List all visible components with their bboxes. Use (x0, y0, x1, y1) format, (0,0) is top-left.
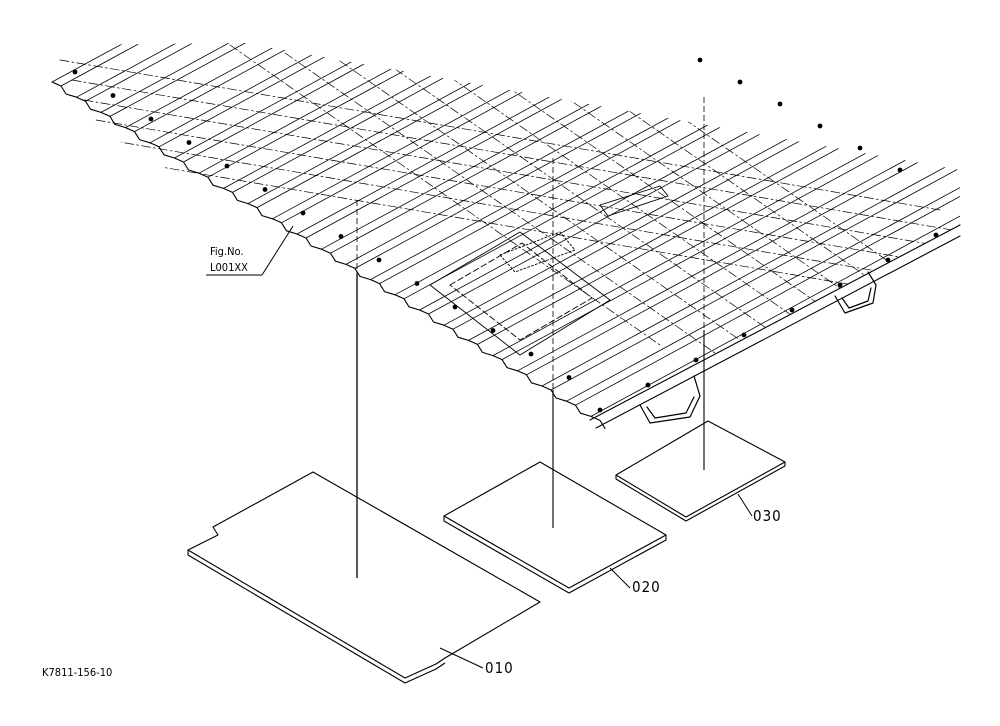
mat-020 (443, 461, 667, 594)
mat-010 (187, 471, 541, 684)
assembly-lines (356, 97, 705, 578)
figure-reference-line2: L001XX (210, 261, 248, 274)
figure-reference-label: Fig.No. L001XX (210, 244, 248, 276)
floor-panel-assembly (51, 43, 961, 429)
figure-reference-line1: Fig.No. (210, 245, 244, 258)
panel-edge (51, 81, 961, 429)
part-number-020: 020 (632, 578, 661, 596)
part-number-030: 030 (753, 507, 782, 525)
center-box (429, 185, 669, 356)
part-number-010: 010 (485, 659, 514, 677)
callout-leaders (206, 225, 753, 669)
grab-handles (639, 271, 877, 424)
mounting-holes (72, 57, 939, 413)
mat-030 (615, 420, 786, 522)
drawing-number: K7811-156-10 (42, 666, 113, 679)
